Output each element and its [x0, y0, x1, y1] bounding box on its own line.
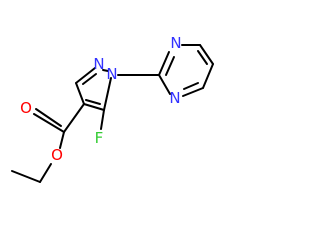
bond-n1-c5 [103, 77, 112, 111]
atom-n-pyrazole-1: N [106, 65, 117, 83]
bond-c5-c4-double [83, 103, 105, 111]
bond-c6pym-n1pym [182, 87, 204, 97]
bond-ccarbonyl-ocarbonyl-double-inner [35, 108, 62, 127]
bond-c5-c4-double-inner [85, 99, 101, 105]
bond-c5pym-c6pym [202, 63, 214, 89]
bond-c2pym-n3-double [158, 51, 170, 76]
bond-c3-n2-double [75, 67, 96, 84]
atom-n-pyrimidine-3: N [170, 34, 181, 52]
bond-c4pym-c5pym-inner [197, 50, 208, 65]
bond-oester-ch2 [39, 163, 52, 183]
atom-n-pyrimidine-1: N [169, 89, 180, 107]
molecule-structure: N N N N F O O [11, 34, 214, 183]
bond-ccarbonyl-ocarbonyl-double [33, 113, 65, 133]
bond-ccarbonyl-oester [59, 131, 65, 149]
atom-labels: N N N N F O O [20, 34, 182, 164]
atom-fluorine: F [95, 129, 104, 147]
bond-c3-c4 [75, 82, 85, 105]
bond-c2pym-n3-double-inner [165, 56, 175, 76]
bond-n2-n1 [102, 69, 109, 72]
atom-n-pyrazole-2: N [93, 55, 104, 73]
bonds [11, 44, 214, 183]
bond-c6pym-n1pym-inner [183, 82, 199, 90]
bond-c4pym-c5pym [199, 44, 214, 65]
bond-c3-n2-double-inner [82, 73, 97, 85]
atom-o-carbonyl: O [20, 99, 32, 117]
bond-ch2-ch3 [11, 170, 41, 183]
bond-n1pym-c2pym [158, 74, 171, 95]
atom-o-ester: O [51, 146, 63, 164]
bond-c4-ccarbonyl [63, 103, 85, 133]
bond-c5-f [100, 109, 105, 130]
